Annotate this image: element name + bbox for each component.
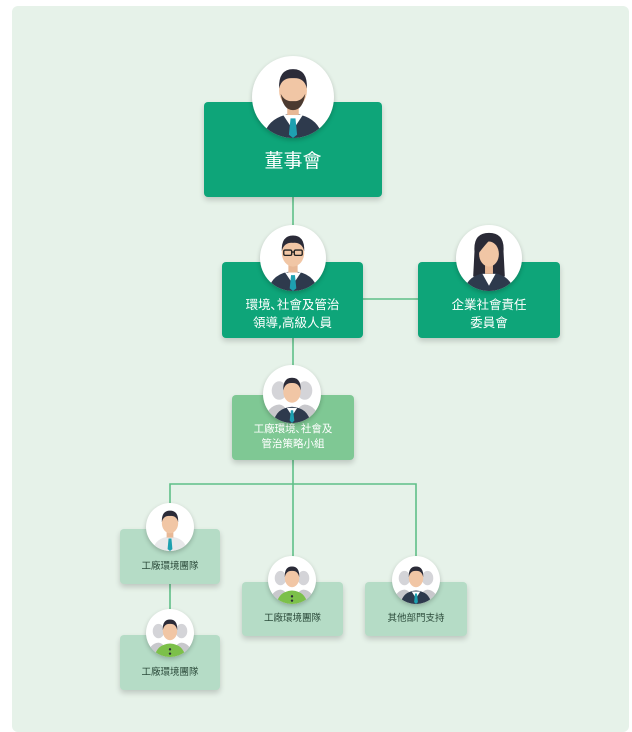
strategy-group-label: 工廠環境､社會及 管治策略小組 — [253, 423, 333, 450]
board-label: 董事會 — [264, 150, 322, 172]
csr-committee-label: 企業社會責任 委員會 — [451, 297, 527, 330]
other-support-label: 其他部門支持 — [387, 613, 445, 624]
team-center-label: 工廠環境團隊 — [263, 613, 321, 624]
worker-group-icon — [268, 556, 316, 604]
team-left-label: 工廠環境團隊 — [141, 561, 199, 572]
bearded-man-icon — [252, 56, 334, 138]
woman-icon — [456, 225, 522, 291]
esg-leadership-label: 環境､社會及管治 領導,高級人員 — [245, 297, 340, 330]
man-group-icon — [263, 365, 321, 423]
man-icon — [146, 503, 194, 551]
team-left-sub-label: 工廠環境團隊 — [141, 667, 199, 678]
man-group-icon — [392, 556, 440, 604]
worker-group-icon — [146, 609, 194, 657]
man-with-glasses-icon — [260, 225, 326, 291]
